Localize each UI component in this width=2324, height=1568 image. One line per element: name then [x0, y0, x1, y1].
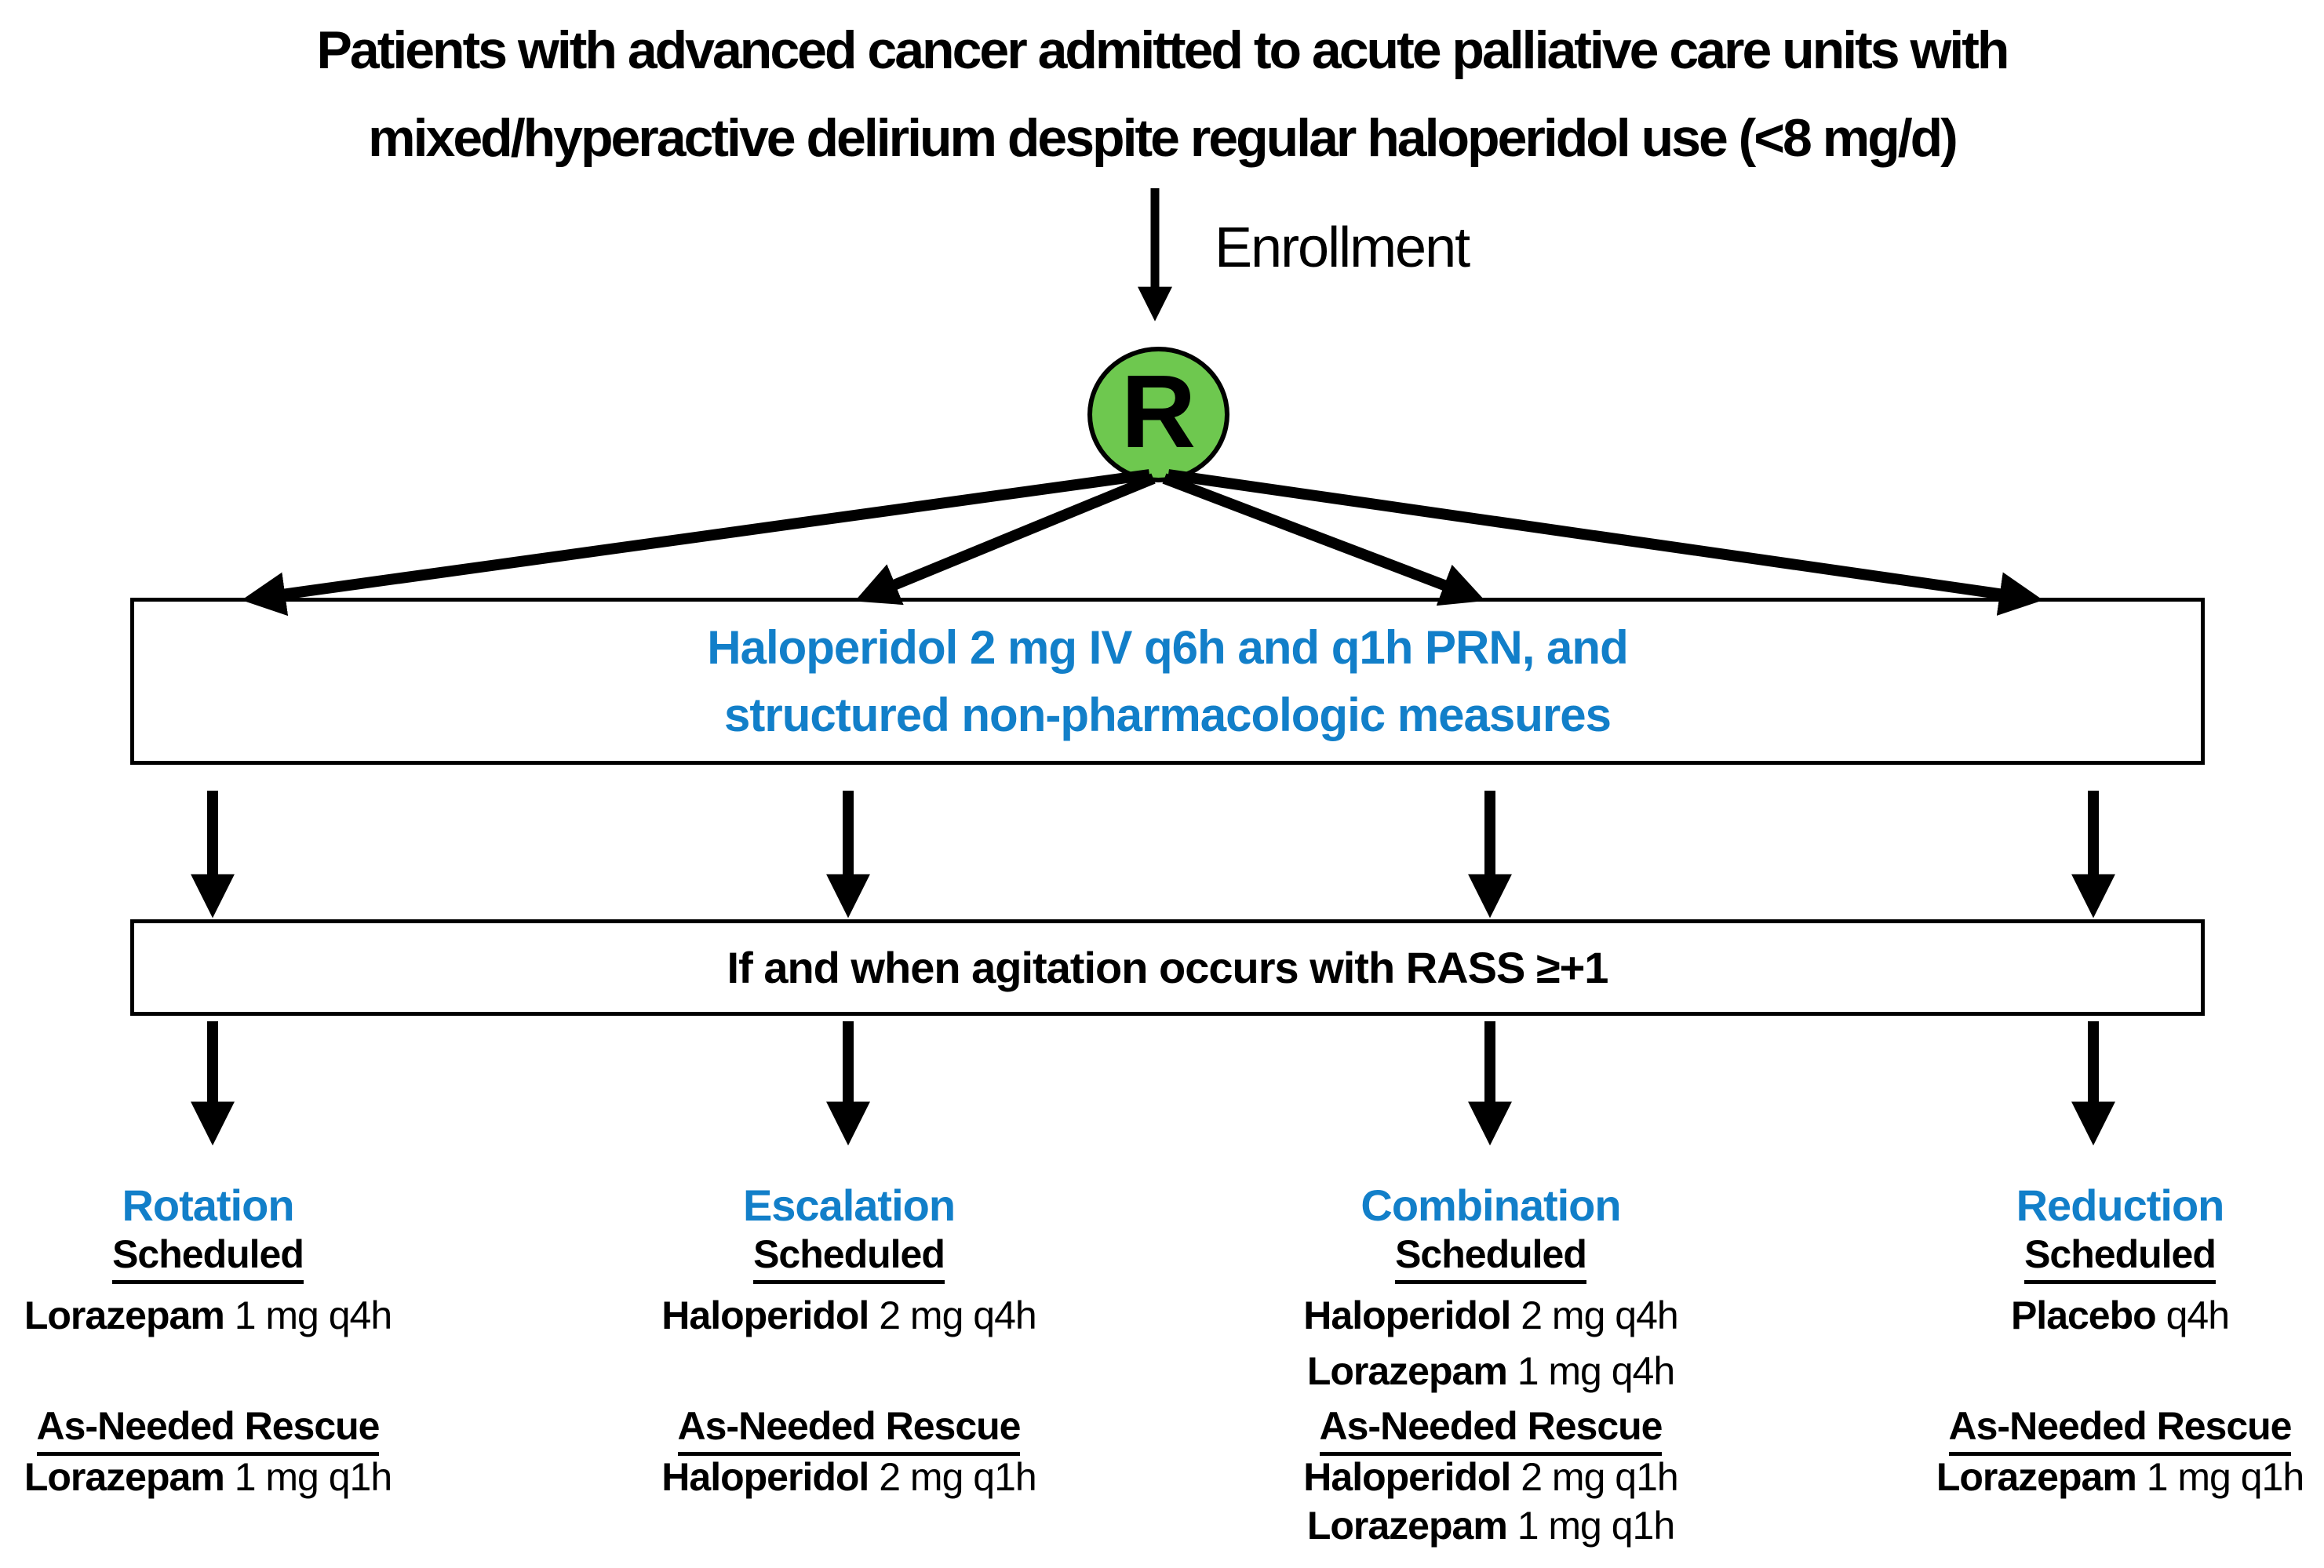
drug-name: Lorazepam — [24, 1293, 225, 1337]
arm-escalation-rescue-drug: Haloperidol 2 mg q1h — [527, 1453, 1171, 1501]
arm-combination-scheduled-drug-2: Lorazepam 1 mg q4h — [1169, 1348, 1812, 1395]
drug-name: Lorazepam — [1936, 1455, 2137, 1499]
drug-dose: 2 mg q4h — [1521, 1293, 1678, 1337]
arm-rotation-title: Rotation — [122, 1181, 294, 1230]
drug-name: Haloperidol — [661, 1293, 869, 1337]
arm-combination: Combination Scheduled Haloperidol 2 mg q… — [1169, 1181, 1812, 1568]
drug-name: Lorazepam — [24, 1455, 225, 1499]
arm-rotation-scheduled-drug: Lorazepam 1 mg q4h — [0, 1292, 530, 1339]
arm-escalation-scheduled-drug: Haloperidol 2 mg q4h — [527, 1292, 1171, 1339]
splay-arrow-4 — [1167, 469, 2044, 616]
arm-combination-rescue-drug-1: Haloperidol 2 mg q1h — [1169, 1453, 1812, 1501]
arm-rotation-scheduled-header: Scheduled — [0, 1231, 530, 1284]
arm-combination-scheduled-header: Scheduled — [1169, 1231, 1812, 1284]
randomization-r-symbol: R — [1120, 353, 1197, 469]
drug-dose: 1 mg q1h — [1517, 1504, 1675, 1548]
randomization-circle: R — [1087, 347, 1229, 482]
arm-reduction: Reduction Scheduled Placebo q4h As-Neede… — [1798, 1181, 2324, 1568]
drug-dose: 1 mg q4h — [1517, 1349, 1675, 1393]
trigger-box: If and when agitation occurs with RASS ≥… — [130, 919, 2205, 1016]
study-population-title: Patients with advanced cancer admitted t… — [0, 6, 2324, 182]
rescue-label: As-Needed Rescue — [1319, 1402, 1663, 1456]
arm-escalation-scheduled-header: Scheduled — [527, 1231, 1171, 1284]
drug-name: Haloperidol — [1303, 1293, 1511, 1337]
arm-combination-scheduled-drug-1: Haloperidol 2 mg q4h — [1169, 1292, 1812, 1339]
drug-dose: 1 mg q1h — [2146, 1455, 2304, 1499]
arm-rotation: Rotation Scheduled Lorazepam 1 mg q4h As… — [0, 1181, 530, 1568]
arm-rotation-rescue-header: As-Needed Rescue — [0, 1402, 530, 1456]
scheduled-label: Scheduled — [1395, 1231, 1587, 1284]
drug-dose: 2 mg q1h — [1521, 1455, 1678, 1499]
arm-combination-rescue-header: As-Needed Rescue — [1169, 1402, 1812, 1456]
protocol-box: Haloperidol 2 mg IV q6h and q1h PRN, and… — [130, 598, 2205, 765]
title-line-1: Patients with advanced cancer admitted t… — [316, 20, 2010, 80]
drug-name: Lorazepam — [1306, 1349, 1508, 1393]
protocol-line-1: Haloperidol 2 mg IV q6h and q1h PRN, and — [707, 620, 1628, 674]
rescue-label: As-Needed Rescue — [36, 1402, 380, 1456]
drug-name: Haloperidol — [661, 1455, 869, 1499]
arm-escalation-title: Escalation — [742, 1181, 956, 1230]
drug-name: Lorazepam — [1306, 1504, 1508, 1548]
drug-dose: q4h — [2166, 1293, 2230, 1337]
drug-dose: 2 mg q1h — [879, 1455, 1036, 1499]
arm-reduction-scheduled-drug: Placebo q4h — [1798, 1292, 2324, 1339]
arm-combination-title: Combination — [1361, 1181, 1621, 1230]
enrollment-label: Enrollment — [1215, 216, 1470, 279]
arm-escalation: Escalation Scheduled Haloperidol 2 mg q4… — [527, 1181, 1171, 1568]
splay-arrow-3 — [1162, 473, 1485, 606]
drug-dose: 1 mg q1h — [234, 1455, 392, 1499]
drug-dose: 1 mg q4h — [234, 1293, 392, 1337]
protocol-line-2: structured non-pharmacologic measures — [724, 688, 1612, 741]
arm-reduction-rescue-header: As-Needed Rescue — [1798, 1402, 2324, 1456]
arm-reduction-scheduled-header: Scheduled — [1798, 1231, 2324, 1284]
scheduled-label: Scheduled — [112, 1231, 304, 1284]
arm-reduction-rescue-drug: Lorazepam 1 mg q1h — [1798, 1453, 2324, 1501]
title-line-2: mixed/hyperactive delirium despite regul… — [368, 108, 1958, 168]
splay-arrow-2 — [854, 473, 1156, 606]
splay-arrow-1 — [241, 469, 1150, 617]
scheduled-label: Scheduled — [2024, 1231, 2217, 1284]
arm-combination-rescue-drug-2: Lorazepam 1 mg q1h — [1169, 1502, 1812, 1549]
drug-dose: 2 mg q4h — [879, 1293, 1036, 1337]
arm-rotation-rescue-drug: Lorazepam 1 mg q1h — [0, 1453, 530, 1501]
rescue-label: As-Needed Rescue — [1948, 1402, 2292, 1456]
arm-escalation-rescue-header: As-Needed Rescue — [527, 1402, 1171, 1456]
trigger-text: If and when agitation occurs with RASS ≥… — [727, 943, 1609, 992]
drug-name: Haloperidol — [1303, 1455, 1511, 1499]
scheduled-label: Scheduled — [753, 1231, 945, 1284]
drug-name: Placebo — [2010, 1293, 2157, 1337]
rescue-label: As-Needed Rescue — [677, 1402, 1021, 1456]
arm-reduction-title: Reduction — [2016, 1181, 2225, 1230]
